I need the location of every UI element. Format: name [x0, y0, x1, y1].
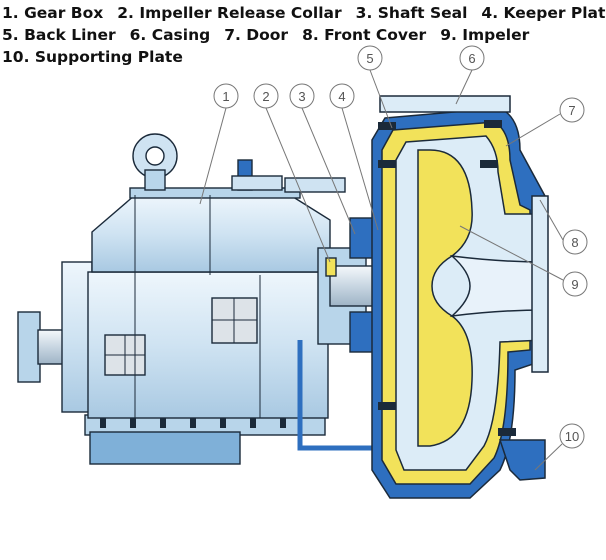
- svg-text:1: 1: [222, 89, 229, 104]
- casing-bolts: [378, 120, 516, 436]
- input-housing: [61, 261, 93, 413]
- gear-box-housing-upper: [91, 194, 331, 273]
- legend-row-3: 10. Supporting Plate: [2, 46, 602, 68]
- legend-item-supporting-plate: 10. Supporting Plate: [2, 48, 183, 66]
- pump-casing: [371, 95, 549, 499]
- legend-item-gear-box: 1. Gear Box: [2, 4, 104, 22]
- callout-9: 9: [459, 225, 588, 297]
- callout-4: 4: [329, 83, 379, 231]
- lifting-eye-hole: [145, 146, 165, 166]
- callout-5: 5: [357, 45, 393, 129]
- impeller: [417, 149, 473, 447]
- gear-box-top-plate: [129, 187, 301, 199]
- callout-10: 10: [534, 423, 585, 471]
- gear-box-assembly: [17, 133, 346, 465]
- callout-8: 8: [539, 199, 588, 255]
- callouts: 1 2 3 4 5 6 7: [199, 45, 588, 471]
- svg-text:6: 6: [468, 51, 475, 66]
- legend-item-shaft-seal: 3. Shaft Seal: [355, 4, 468, 22]
- svg-text:2: 2: [262, 89, 269, 104]
- parts-legend: 1. Gear Box 2. Impeller Release Collar 3. …: [2, 2, 606, 68]
- gear-box-foot: [89, 431, 241, 465]
- release-collar: [325, 257, 337, 277]
- legend-item-door: 7. Door: [224, 26, 289, 44]
- legend-item-impeller-release-collar: 2. Impeller Release Collar: [117, 4, 342, 22]
- callout-1: 1: [199, 83, 239, 205]
- svg-text:4: 4: [338, 89, 345, 104]
- svg-text:9: 9: [571, 277, 578, 292]
- breather-cap: [231, 175, 283, 191]
- legend-row-2: 5. Back Liner 6. Casing 7. Door 8. Front Co…: [2, 24, 602, 46]
- legend-item-casing: 6. Casing: [129, 26, 211, 44]
- impeller-inlet: [449, 254, 546, 318]
- callout-3: 3: [289, 83, 356, 235]
- base-bolts: [100, 418, 286, 428]
- callout-7: 7: [505, 97, 585, 147]
- svg-text:8: 8: [571, 235, 578, 250]
- supporting-plate: [498, 439, 546, 481]
- svg-text:3: 3: [298, 89, 305, 104]
- input-flange: [17, 311, 41, 383]
- svg-text:7: 7: [568, 103, 575, 118]
- callout-6: 6: [455, 45, 485, 105]
- callout-2: 2: [253, 83, 331, 263]
- legend-row-1: 1. Gear Box 2. Impeller Release Collar 3. …: [2, 2, 606, 24]
- legend-item-keeper-plate: 4. Keeper Plate: [481, 4, 606, 22]
- top-bracket: [284, 177, 346, 193]
- front-cover: [531, 195, 549, 373]
- svg-text:10: 10: [565, 429, 579, 444]
- lifting-eye-stem: [144, 169, 166, 191]
- svg-text:5: 5: [366, 51, 373, 66]
- discharge-flange: [379, 95, 511, 113]
- legend-item-impeler: 9. Impeler: [440, 26, 530, 44]
- legend-item-front-cover: 8. Front Cover: [302, 26, 427, 44]
- legend-item-back-liner: 5. Back Liner: [2, 26, 116, 44]
